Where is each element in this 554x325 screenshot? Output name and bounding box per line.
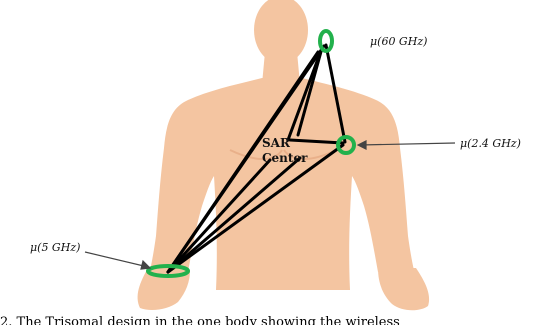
- sar-center-label-line2: Center: [262, 151, 308, 165]
- arrow-head-wrist: [141, 261, 150, 269]
- label-5ghz: μ(5 GHz): [30, 241, 80, 254]
- label-2-4ghz: μ(2.4 GHz): [460, 137, 521, 150]
- figure-caption: 2. The Trisomal design in the one body s…: [0, 315, 400, 325]
- label-60ghz: μ(60 GHz): [370, 35, 427, 48]
- sar-center-label-line1: SAR: [262, 136, 291, 150]
